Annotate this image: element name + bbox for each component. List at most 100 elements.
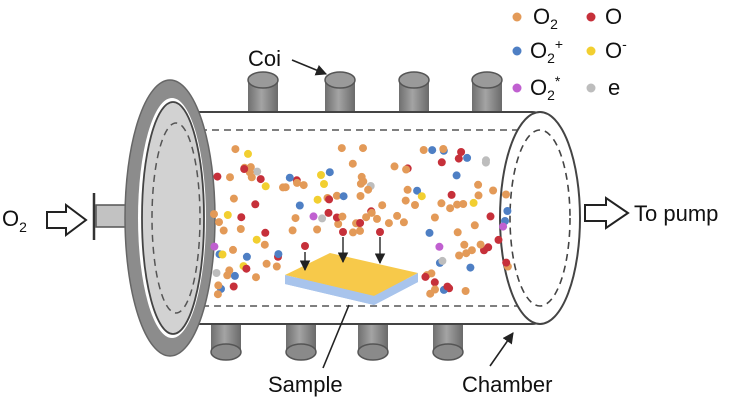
red-dot-particle bbox=[301, 242, 309, 250]
legend-entry: O2 bbox=[512, 4, 558, 32]
orange-dot-particle bbox=[401, 196, 410, 205]
orange-dot-particle bbox=[502, 190, 510, 199]
orange-dot-particle bbox=[313, 225, 322, 234]
svg-text:O2: O2 bbox=[533, 4, 558, 32]
purple-dot-icon bbox=[512, 83, 522, 93]
inlet-label: O2 bbox=[2, 206, 27, 235]
orange-dot-particle bbox=[356, 179, 365, 188]
yellow-dot-particle bbox=[218, 250, 227, 259]
orange-dot-particle bbox=[236, 225, 245, 233]
orange-dot-particle bbox=[288, 226, 297, 235]
orange-dot-particle bbox=[213, 290, 222, 299]
orange-dot-particle bbox=[411, 201, 419, 209]
orange-dot-particle bbox=[348, 159, 357, 168]
orange-dot-particle bbox=[362, 213, 371, 222]
red-dot-icon bbox=[586, 12, 596, 22]
blue-dot-particle bbox=[242, 252, 251, 261]
red-dot-particle bbox=[261, 228, 270, 237]
red-dot-particle bbox=[242, 264, 251, 273]
orange-dot-particle bbox=[260, 240, 269, 249]
orange-dot-particle bbox=[474, 180, 483, 189]
yellow-dot-particle bbox=[313, 195, 322, 204]
red-dot-particle bbox=[430, 278, 439, 287]
purple-dot-particle bbox=[309, 212, 318, 221]
coil-leader-arrow bbox=[291, 59, 328, 76]
orange-dot-particle bbox=[462, 249, 471, 258]
orange-dot-particle bbox=[332, 191, 341, 200]
orange-dot-particle bbox=[247, 173, 256, 182]
orange-dot-particle bbox=[229, 245, 237, 254]
orange-dot-particle bbox=[373, 214, 381, 223]
orange-dot-particle bbox=[437, 199, 446, 208]
gray-dot-particle bbox=[438, 256, 447, 265]
orange-dot-particle bbox=[349, 228, 357, 237]
orange-dot-particle bbox=[453, 228, 462, 237]
orange-dot-particle bbox=[455, 251, 464, 260]
orange-dot-particle bbox=[461, 287, 470, 295]
orange-dot-particle bbox=[299, 181, 308, 190]
yellow-dot-icon bbox=[586, 46, 596, 56]
purple-dot-particle bbox=[210, 242, 219, 251]
orange-dot-particle bbox=[470, 221, 479, 230]
orange-dot-particle bbox=[334, 220, 343, 228]
red-dot-particle bbox=[324, 208, 333, 217]
outlet-label: To pump bbox=[634, 201, 718, 226]
orange-dot-particle bbox=[474, 191, 483, 200]
orange-dot-particle bbox=[431, 285, 439, 294]
orange-dot-particle bbox=[427, 269, 436, 278]
sample-side-front bbox=[285, 275, 374, 305]
red-dot-particle bbox=[421, 272, 430, 281]
sample-plate bbox=[285, 253, 418, 305]
orange-dot-particle bbox=[390, 162, 399, 171]
blue-dot-particle bbox=[428, 146, 437, 155]
orange-dot-particle bbox=[384, 219, 393, 228]
blue-dot-particle bbox=[339, 192, 348, 201]
chamber-flange bbox=[124, 79, 216, 357]
legend-entry: O2* bbox=[512, 73, 561, 103]
blue-dot-particle bbox=[325, 168, 334, 177]
blue-dot-particle bbox=[466, 263, 475, 272]
red-dot-particle bbox=[213, 172, 222, 181]
orange-dot-particle bbox=[402, 165, 411, 174]
species-legend: O2 O O2+ O- O2* e bbox=[512, 4, 627, 103]
red-dot-particle bbox=[229, 282, 238, 291]
chamber-label: Chamber bbox=[462, 372, 552, 397]
sample-surface bbox=[285, 253, 418, 296]
gray-dot-particle bbox=[482, 156, 490, 165]
blue-dot-particle bbox=[425, 228, 434, 237]
svg-text:O-: O- bbox=[605, 36, 627, 63]
yellow-dot-particle bbox=[469, 198, 478, 207]
red-dot-particle bbox=[325, 195, 334, 204]
yellow-dot-particle bbox=[320, 180, 328, 188]
yellow-dot-particle bbox=[223, 211, 232, 219]
gray-dot-particle bbox=[253, 167, 262, 176]
orange-dot-particle bbox=[252, 273, 260, 282]
orange-dot-particle bbox=[293, 178, 301, 187]
blue-dot-particle bbox=[503, 207, 512, 215]
svg-text:O: O bbox=[605, 4, 622, 29]
outlet-arrow-icon bbox=[584, 196, 630, 230]
orange-dot-particle bbox=[356, 226, 364, 235]
blue-dot-particle bbox=[413, 186, 422, 195]
orange-dot-particle bbox=[214, 281, 223, 290]
svg-text:O2+: O2+ bbox=[530, 36, 563, 66]
orange-dot-particle bbox=[446, 204, 455, 213]
orange-dot-particle bbox=[367, 208, 376, 217]
red-dot-particle bbox=[447, 190, 456, 199]
blue-dot-particle bbox=[463, 153, 472, 162]
red-dot-particle bbox=[457, 148, 466, 156]
yellow-dot-particle bbox=[317, 171, 325, 179]
orange-dot-particle bbox=[393, 211, 402, 220]
impact-arrows bbox=[299, 237, 386, 272]
gray-dot-icon bbox=[586, 83, 596, 93]
blue-dot-particle bbox=[295, 201, 304, 210]
orange-dot-particle bbox=[364, 185, 373, 194]
orange-dot-particle bbox=[430, 213, 439, 222]
orange-dot-particle bbox=[226, 173, 234, 182]
red-dot-particle bbox=[376, 228, 384, 236]
orange-dot-particle bbox=[337, 144, 346, 153]
orange-dot-particle bbox=[210, 210, 218, 219]
blue-dot-icon bbox=[512, 46, 522, 56]
legend-entry: O bbox=[586, 4, 622, 29]
sample-leader-line bbox=[322, 304, 350, 369]
